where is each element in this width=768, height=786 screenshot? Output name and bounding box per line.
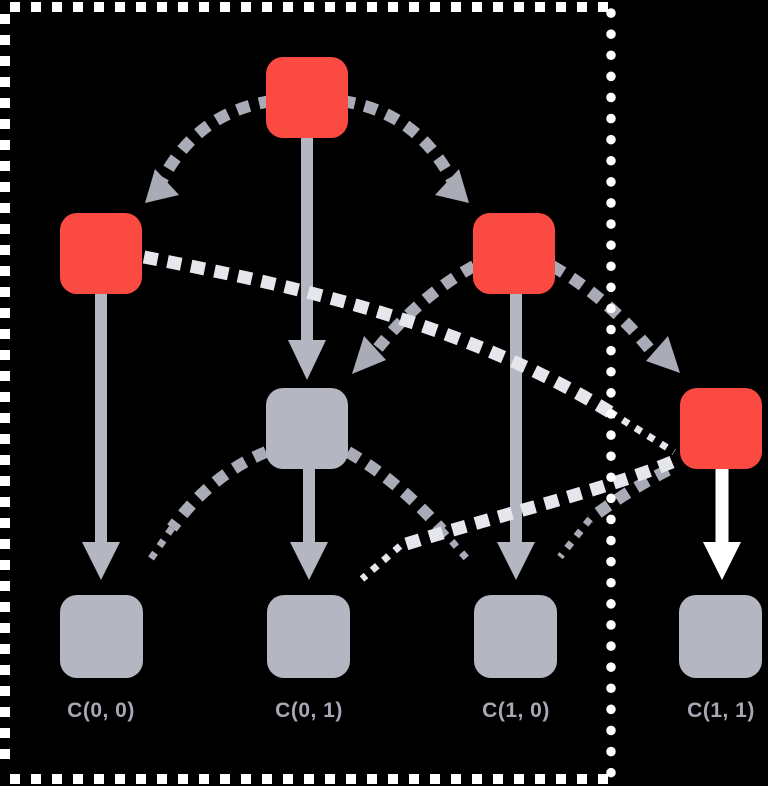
label-c01: C(0, 1) — [275, 699, 343, 722]
node-far-right — [680, 388, 762, 469]
edge-middle-to-c01 — [290, 466, 328, 580]
edge-middle-to-c10-taper — [439, 527, 471, 563]
edge-root-to-middle-arrowhead — [288, 340, 326, 380]
dashed-edges — [142, 95, 680, 582]
label-c10: C(1, 0) — [482, 699, 550, 722]
edge-farright-to-c01-taper — [359, 543, 403, 582]
edge-middle-to-c01-arrowhead — [290, 542, 328, 580]
edge-farright-to-c10-taper — [557, 516, 593, 560]
output-labels: C(0, 0) C(0, 1) C(1, 0) C(1, 1) — [67, 699, 755, 722]
edge-right-to-farright-arrowhead — [646, 336, 680, 373]
dotted-frame — [0, 2, 616, 784]
edge-root-to-right-arrowhead — [435, 169, 469, 203]
solid-arrows — [82, 135, 741, 580]
edge-middle-to-c00 — [167, 446, 269, 532]
edge-middle-to-c00-taper — [147, 526, 175, 562]
node-root — [266, 57, 348, 138]
node-right — [473, 213, 555, 294]
node-left — [60, 213, 142, 294]
node-middle — [266, 388, 348, 469]
edge-right-to-c10 — [497, 291, 535, 580]
node-c10 — [474, 595, 557, 678]
edge-farright-to-c01 — [397, 455, 675, 553]
edge-root-to-left-arrowhead — [145, 169, 179, 203]
edge-farright-to-c10 — [586, 464, 671, 524]
nodes — [60, 57, 762, 678]
edge-farright-to-c11 — [703, 466, 741, 580]
label-c00: C(0, 0) — [67, 699, 135, 722]
edge-root-to-middle — [288, 135, 326, 380]
edge-right-to-middle-arrowhead — [352, 336, 386, 374]
node-c01 — [267, 595, 350, 678]
edge-middle-to-c10 — [344, 446, 447, 535]
node-c00 — [60, 595, 143, 678]
node-c11 — [679, 595, 762, 678]
edge-farright-to-c11-arrowhead — [703, 542, 741, 580]
edge-left-to-c00-arrowhead — [82, 542, 120, 580]
edge-root-to-left — [154, 95, 273, 187]
edge-right-to-farright — [549, 260, 657, 356]
edge-right-to-c10-arrowhead — [497, 542, 535, 580]
edge-left-to-farright-taper — [608, 409, 676, 455]
label-c11: C(1, 1) — [687, 699, 755, 722]
edge-left-to-c00 — [82, 291, 120, 580]
edge-root-to-right — [341, 95, 460, 187]
edge-left-to-farright — [142, 250, 614, 418]
